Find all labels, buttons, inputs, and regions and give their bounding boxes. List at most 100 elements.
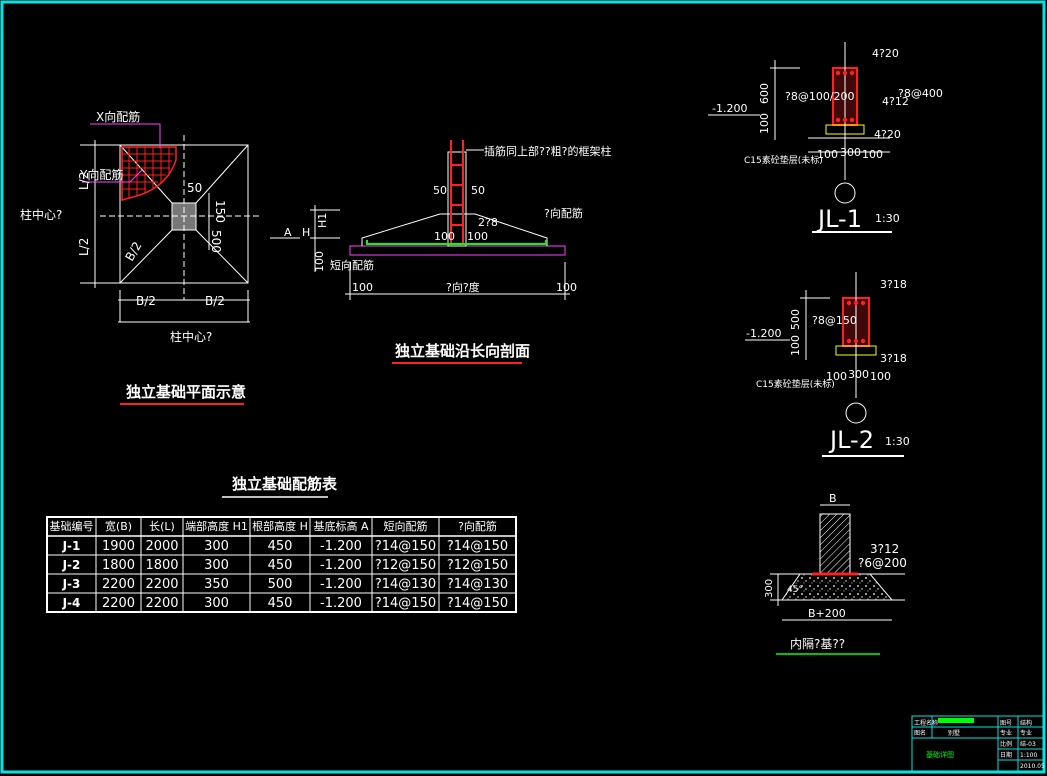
foundation-section xyxy=(270,151,570,300)
table-cell: ?14@150 xyxy=(447,596,508,611)
wall-bars: 3?12 xyxy=(870,542,899,556)
half-b-left: B/2 xyxy=(122,239,144,263)
wall-dist: ?6@200 xyxy=(858,556,907,570)
table-cell: ?14@130 xyxy=(447,577,508,592)
wall-angle: 45° xyxy=(787,585,803,595)
tb-r2c3: 专业 xyxy=(1000,729,1012,737)
section-dim-50a: 50 xyxy=(433,184,447,197)
jl2-title: JL-2 xyxy=(828,426,874,454)
jl1-elev: -1.200 xyxy=(712,102,747,115)
table-cell: J-2 xyxy=(62,558,81,572)
x-rebar-label: X向配筋 xyxy=(96,109,140,124)
table-cell: 1900 xyxy=(102,539,135,554)
jl2-h100: 100 xyxy=(789,335,802,356)
table-cell: 450 xyxy=(268,558,293,573)
jl1-d1: 100 xyxy=(817,148,838,161)
jl2-scale: 1:30 xyxy=(885,435,910,448)
jl1-section xyxy=(708,42,890,204)
table-cell: -1.200 xyxy=(320,577,362,592)
table-header-cell: 宽(B) xyxy=(105,519,132,533)
section-dim-100e: 100 xyxy=(556,281,577,294)
table-cell: ?14@150 xyxy=(375,596,436,611)
jl1-base: C15素砼垫层(未标) xyxy=(744,154,823,166)
table-header-cell: 长(L) xyxy=(149,520,175,533)
jl1-top-bars: 4?20 xyxy=(872,47,899,60)
jl2-base: C15素砼垫层(未标) xyxy=(756,378,835,390)
table-header-cell: 端部高度 H1 xyxy=(185,519,248,533)
table-title: 独立基础配筋表 xyxy=(232,475,338,493)
table-cell: 2200 xyxy=(102,596,135,611)
section-width-label: ?向?度 xyxy=(446,280,480,294)
table-cell: 1800 xyxy=(145,558,178,573)
table-header-cell: 基底标高 A xyxy=(313,519,368,533)
wall-b: B xyxy=(829,492,837,505)
jl1-title: JL-1 xyxy=(816,205,862,233)
section-dim-100d: 100 xyxy=(352,281,373,294)
wall-h300: 300 xyxy=(764,579,775,598)
jl2-d2: 300 xyxy=(848,368,869,381)
tb-r5c4: 2010.05 xyxy=(1020,763,1045,770)
section-dim-100a: 100 xyxy=(434,230,455,243)
wall-footing xyxy=(770,504,905,621)
table-cell: ?12@150 xyxy=(447,558,508,573)
table-cell: 300 xyxy=(204,596,229,611)
jl1-waist: ?8@400 xyxy=(898,87,943,100)
tb-r2c2: 别墅 xyxy=(948,729,960,737)
jl1-h600: 600 xyxy=(758,83,771,104)
table-cell: 350 xyxy=(204,577,229,592)
section-dim-100b: 100 xyxy=(467,230,488,243)
section-title: 独立基础沿长向剖面 xyxy=(395,342,530,360)
jl2-rebar-dots xyxy=(846,300,866,344)
jl2-d1: 100 xyxy=(826,370,847,383)
jl2-bottom-bars: 3?18 xyxy=(880,352,907,365)
table-cell: 300 xyxy=(204,539,229,554)
section-label-a: A xyxy=(284,226,292,239)
column-center-bottom-label: 柱中心? xyxy=(170,329,212,344)
half-b-dim-right: B/2 xyxy=(205,294,225,308)
tb-r4c4: 1:100 xyxy=(1020,752,1037,759)
rebar-mesh-corner xyxy=(121,146,177,201)
jl1-d3: 100 xyxy=(862,148,883,161)
dim-50: 50 xyxy=(187,181,202,195)
jl1-scale: 1:30 xyxy=(875,212,900,225)
table-cell: ?12@150 xyxy=(375,558,436,573)
section-column-rebar xyxy=(450,140,464,243)
jl1-side: ?8@100/200 xyxy=(785,90,855,103)
dim-150: 150 xyxy=(213,200,227,223)
y-rebar-leader xyxy=(82,169,143,183)
column-center-left-label: 柱中心? xyxy=(20,207,62,222)
jl1-h100: 100 xyxy=(758,113,771,134)
tb-r4c3: 日期 xyxy=(1000,751,1012,759)
jl2-section xyxy=(745,272,877,424)
jl1-bottom-bars: 4?20 xyxy=(874,128,901,141)
table-cell: 2000 xyxy=(145,539,178,554)
table-cell: J-4 xyxy=(62,596,81,610)
x-rebar-leader xyxy=(90,123,161,148)
title-block-project-bar xyxy=(938,718,974,723)
jl1-d2: 300 xyxy=(840,146,861,159)
table-cell: 2200 xyxy=(145,596,178,611)
dim-500: 500 xyxy=(209,230,223,253)
jl2-h500: 500 xyxy=(789,309,802,330)
table-cell: 500 xyxy=(268,577,293,592)
section-dim-50b: 50 xyxy=(471,184,485,197)
section-label-h1: H1 xyxy=(316,213,329,228)
table-header-cell: 短向配筋 xyxy=(384,519,428,533)
plan-title: 独立基础平面示意 xyxy=(126,383,246,401)
table-cell: ?14@130 xyxy=(375,577,436,592)
wall-title: 内隔?基?? xyxy=(790,637,845,651)
jl2-elev: -1.200 xyxy=(746,327,781,340)
section-note: 插筋同上部??粗?的框架柱 xyxy=(484,144,612,158)
tb-r3c1: 基础详图 xyxy=(926,750,954,759)
table-cell: -1.200 xyxy=(320,539,362,554)
foundation-plan xyxy=(80,135,260,323)
jl2-top-bars: 3?18 xyxy=(880,278,907,291)
half-l-bottom: L/2 xyxy=(77,238,91,256)
tb-r2c4: 专业 xyxy=(1020,729,1032,737)
table-cell: 2200 xyxy=(102,577,135,592)
tb-r3c4: 结-03 xyxy=(1020,740,1036,748)
jl2-side: ?8@150 xyxy=(812,314,857,327)
